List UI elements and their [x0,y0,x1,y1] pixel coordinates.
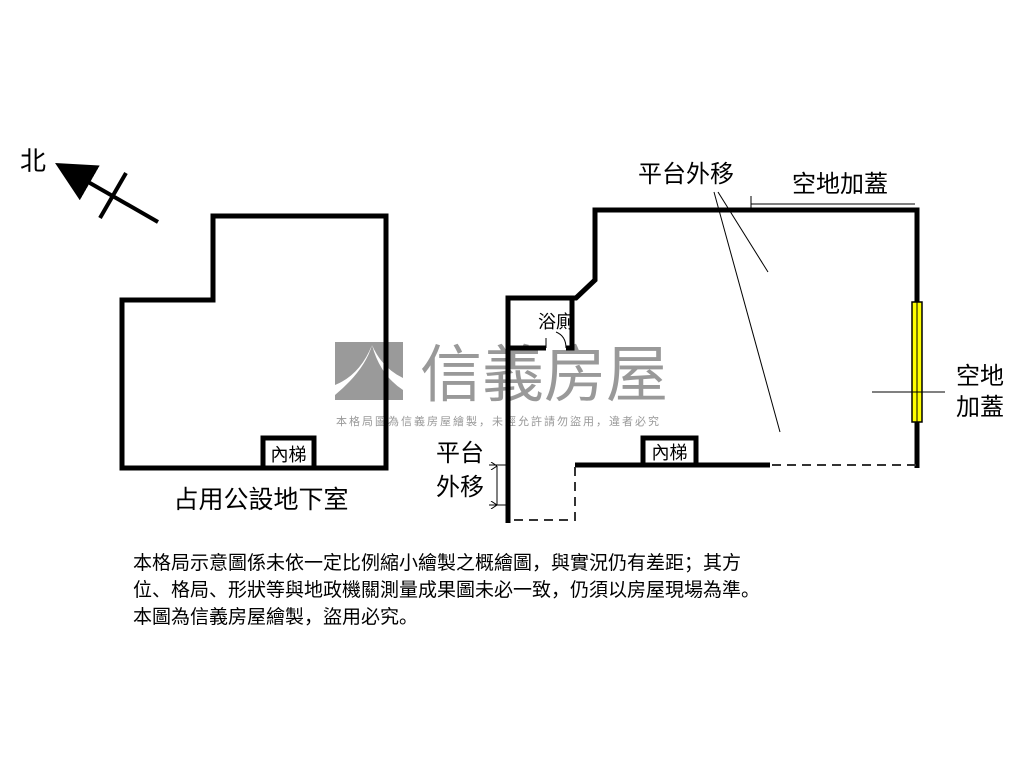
disclaimer-line: 位、格局、形狀等與地政機關測量成果圖未必一致，仍須以房屋現場為準。 [133,579,761,601]
right-stair-box [640,435,699,468]
vacant-top-label: 空地加蓋 [792,170,888,198]
disclaimer-line: 本圖為信義房屋繪製，盜用必究。 [133,606,419,628]
watermark-logo-icon [335,342,403,400]
left-stair-label: 內梯 [271,445,307,466]
north-arrow-icon [55,163,159,224]
left-plan-walls [119,213,389,471]
bathroom-walls [508,298,575,351]
disclaimer-note: 本格局示意圖係未依一定比例縮小繪製之概繪圖，與實況仍有差距；其方 位、格局、形狀… [133,550,933,631]
platform-leader-line [713,191,781,433]
right-stair-label: 內梯 [652,443,688,464]
platform-top-label: 平台外移 [638,160,734,188]
right-plan: 浴廁 內梯 平台 外移 平台外移 空地加蓋 空地 加蓋 [436,160,1004,523]
right-plan-walls [505,207,920,523]
platform-left-label-line1: 平台 [436,439,484,467]
disclaimer-line: 本格局示意圖係未依一定比例縮小繪製之概繪圖，與實況仍有差距；其方 [133,552,742,574]
north-label: 北 [20,147,46,177]
platform-left-label-line2: 外移 [436,473,484,501]
vacant-right-label-line2: 加蓋 [956,393,1004,421]
platform-leader-line [717,191,769,273]
bathroom-door-icon [545,331,567,349]
vacant-right-label-line1: 空地 [956,362,1004,390]
watermark-notice: 本格局圖為信義房屋繪製，未經允許請勿盜用，違者必究 [336,414,661,428]
bathroom-label: 浴廁 [538,311,574,333]
left-plan-title: 占用公設地下室 [173,485,348,514]
left-plan: 內梯 占用公設地下室 [119,213,389,514]
left-stair-box [260,435,317,471]
dashed-boundary [510,464,917,521]
north-compass: 北 [20,147,159,224]
